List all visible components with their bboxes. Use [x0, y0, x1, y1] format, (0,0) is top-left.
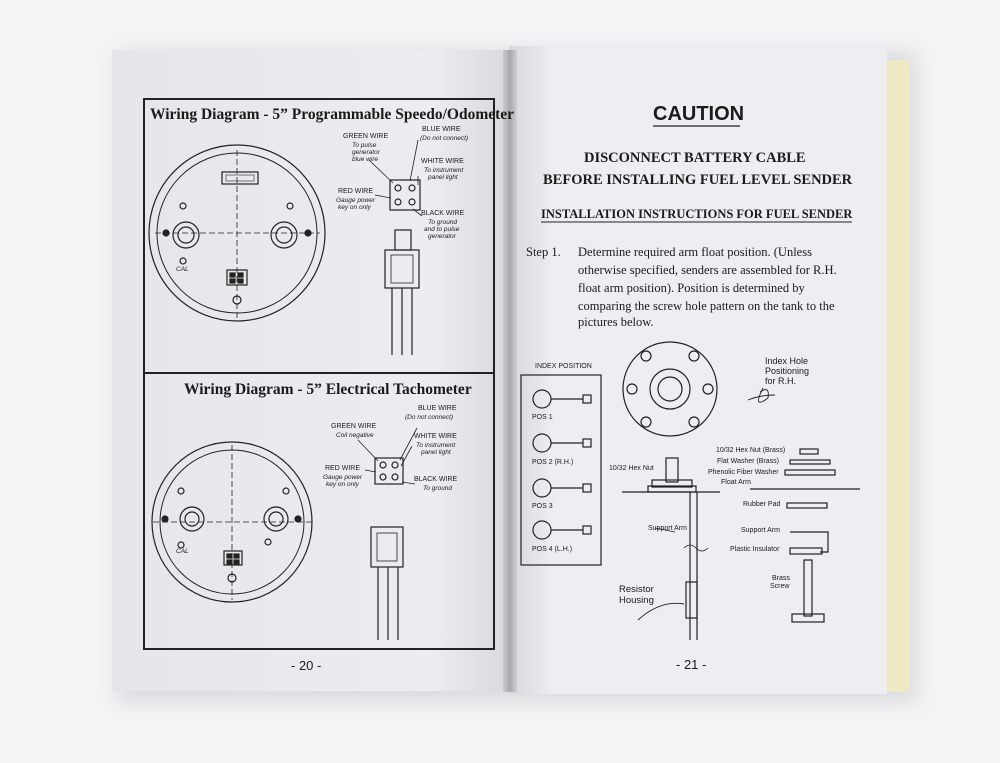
tach-green-desc: Coil negative — [336, 432, 374, 439]
speedo-black-desc-3: generator — [428, 233, 456, 240]
tach-black-wire-label: BLACK WIRE — [414, 476, 458, 483]
index-hole-label-1: Index Hole — [765, 356, 809, 366]
part-phenolic-washer: Phenolic Fiber Washer — [708, 469, 779, 476]
step-line-3: float arm position). Position is determi… — [578, 281, 805, 295]
tach-red-desc-2: key on only — [326, 481, 359, 488]
part-float-arm: Float Arm — [721, 479, 751, 486]
speedo-red-desc-2: key on only — [338, 204, 371, 211]
speedo-red-wire-label: RED WIRE — [338, 188, 373, 195]
part-plastic-insulator: Plastic Insulator — [730, 546, 780, 553]
step-line-2: otherwise specified, senders are assembl… — [578, 263, 837, 277]
speedo-blue-wire-label: BLUE WIRE — [422, 126, 461, 133]
speedo-cal-label: CAL — [176, 266, 189, 273]
tach-red-desc-1: Gauge power — [323, 474, 363, 481]
speedo-green-desc-3: blue wire — [352, 156, 379, 163]
tach-red-wire-label: RED WIRE — [325, 465, 360, 472]
speedo-green-wire-label: GREEN WIRE — [343, 133, 389, 140]
speedo-white-wire-label: WHITE WIRE — [421, 158, 464, 165]
page-gutter — [503, 50, 517, 692]
tach-cal-label: CAL — [176, 548, 189, 555]
pos-1-label: POS 1 — [532, 414, 553, 421]
part-support-arm-right: Support Arm — [741, 527, 780, 534]
index-position-title: INDEX POSITION — [535, 363, 592, 370]
step-label: Step 1. — [526, 245, 561, 259]
right-page-number: - 21 - — [676, 657, 707, 672]
warning-line-2: BEFORE INSTALLING FUEL LEVEL SENDER — [543, 172, 853, 188]
diagram-divider — [145, 372, 493, 374]
part-rubber-pad: Rubber Pad — [743, 501, 781, 508]
resistor-housing-label-1: Resistor — [619, 584, 654, 595]
index-hole-label-2: Positioning — [765, 366, 810, 376]
tach-white-desc-2: panel light — [421, 449, 451, 456]
tach-green-wire-label: GREEN WIRE — [331, 423, 377, 430]
right-page — [509, 46, 887, 694]
left-page-number: - 20 - — [291, 658, 322, 673]
speedo-green-desc-1: To pulse — [352, 142, 377, 149]
speedo-black-wire-label: BLACK WIRE — [421, 210, 465, 217]
tach-blue-desc: (Do not connect) — [405, 414, 454, 421]
speedo-red-desc-1: Gauge power — [336, 197, 376, 204]
step-line-5: pictures below. — [578, 315, 654, 329]
index-hole-label-3: for R.H. — [765, 376, 797, 386]
step-line-4: comparing the screw hole pattern on the … — [578, 299, 835, 313]
tach-diagram-title: Wiring Diagram - 5” Electrical Tachomete… — [184, 381, 472, 398]
part-flat-washer: Flat Washer (Brass) — [717, 458, 779, 465]
tach-black-desc: To ground — [423, 485, 453, 492]
speedo-black-desc-2: and to pulse — [424, 226, 460, 233]
pos-4-label: POS 4 (L.H.) — [532, 546, 573, 553]
speedo-diagram-title: Wiring Diagram - 5” Programmable Speedo/… — [150, 106, 515, 123]
part-brass-screw-1: Brass — [772, 575, 790, 582]
part-brass-screw-2: Screw — [770, 583, 790, 590]
resistor-housing-label-2: Housing — [619, 595, 654, 606]
speedo-green-desc-2: generator — [352, 149, 380, 156]
tach-white-wire-label: WHITE WIRE — [414, 433, 457, 440]
instructions-title: INSTALLATION INSTRUCTIONS FOR FUEL SENDE… — [541, 207, 853, 221]
speedo-white-desc-1: To instrument — [424, 167, 464, 174]
tach-blue-wire-label: BLUE WIRE — [418, 405, 457, 412]
speedo-white-desc-2: panel light — [428, 174, 458, 181]
part-hex-nut: 10/32 Hex Nut — [609, 465, 654, 472]
speedo-black-desc-1: To ground — [428, 219, 458, 226]
speedo-blue-desc: (Do not connect) — [420, 135, 469, 142]
left-page — [112, 50, 509, 691]
pos-2-label: POS 2 (R.H.) — [532, 459, 574, 466]
wiring-diagrams-frame — [143, 98, 495, 650]
pos-3-label: POS 3 — [532, 503, 553, 510]
step-line-1: Determine required arm float position. (… — [578, 245, 812, 259]
tach-white-desc-1: To instrument — [416, 442, 456, 449]
part-support-arm-left: Support Arm — [648, 525, 687, 532]
caution-heading: CAUTION — [653, 103, 745, 125]
part-hex-nut-brass: 10/32 Hex Nut (Brass) — [716, 447, 786, 454]
warning-line-1: DISCONNECT BATTERY CABLE — [584, 150, 806, 166]
